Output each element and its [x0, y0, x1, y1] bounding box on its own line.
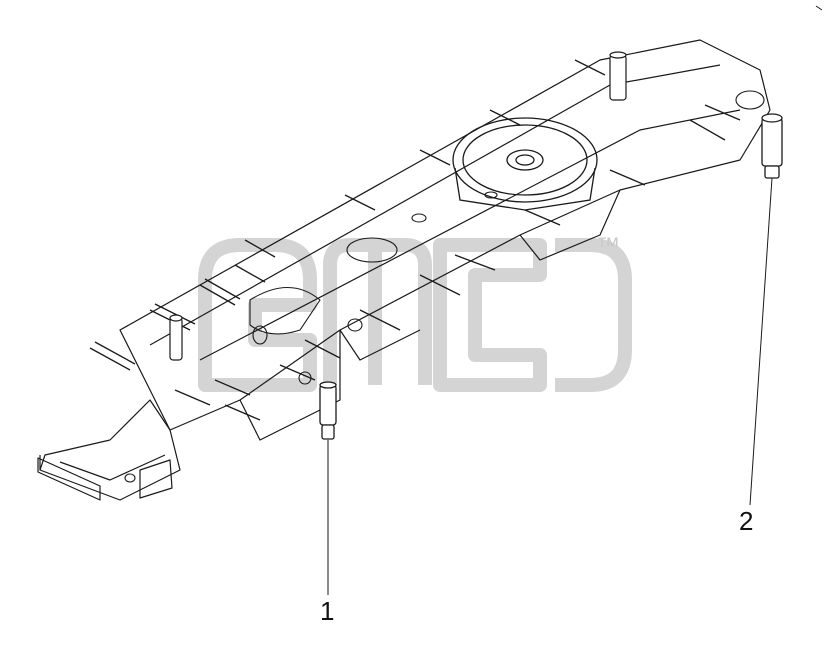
callout-label-2: 2	[739, 506, 754, 536]
frame-body	[37, 39, 771, 501]
leader-line-2	[749, 177, 773, 506]
other-cylinders	[169, 51, 627, 361]
leader-lines	[327, 177, 773, 595]
cylinder-1	[319, 381, 337, 440]
cylinder-2	[761, 113, 783, 179]
corner-mark	[815, 5, 823, 11]
trademark-symbol: ™	[596, 233, 620, 260]
deck-openings	[124, 90, 765, 483]
watermark-logo	[198, 238, 632, 392]
frame-brackets	[89, 59, 741, 421]
callout-label-1: 1	[320, 596, 335, 626]
